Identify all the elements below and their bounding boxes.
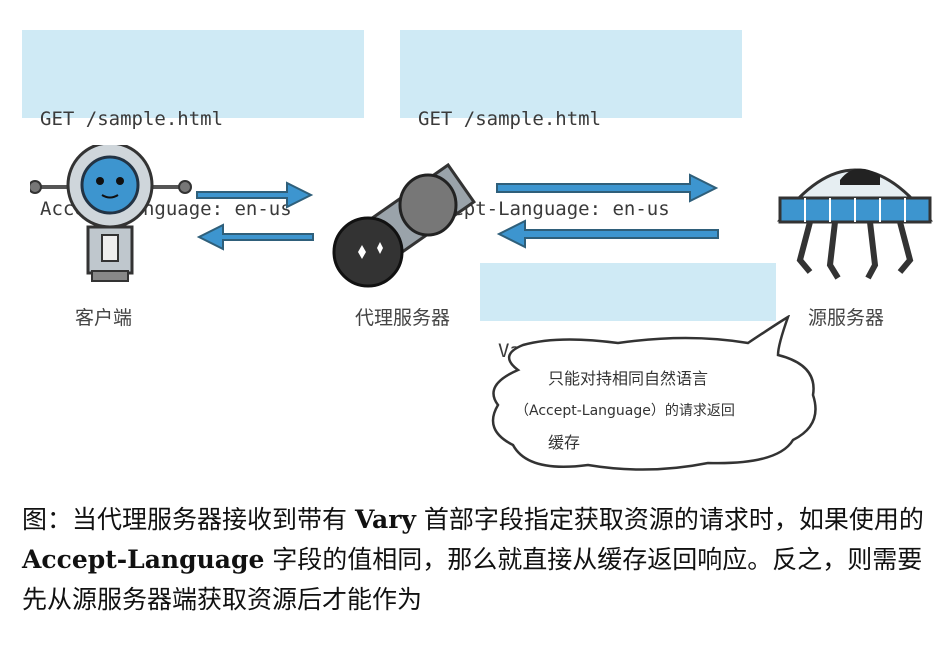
request-line: GET /sample.html (40, 108, 224, 130)
bubble-line-1: 只能对持相同自然语言 (548, 369, 709, 388)
client-robot-icon (30, 145, 192, 282)
client-label: 客户端 (75, 307, 133, 329)
arrow-right-icon (496, 173, 719, 203)
caption-text: 图：当代理服务器接收到带有 (22, 505, 355, 534)
caption-text: 字段的值相同，那么就直接从缓存返回响应。反之，则需要先从源服务器端获取资源后才能… (22, 545, 923, 614)
response-header-box: Vary: Accept-Language (480, 263, 776, 362)
request-line: GET /sample.html (418, 108, 602, 130)
arrow-left-icon (496, 219, 719, 249)
origin-label: 源服务器 (808, 307, 885, 329)
bubble-line-3: 缓存 (548, 433, 581, 452)
figure-caption: 图：当代理服务器接收到带有 Vary 首部字段指定获取资源的请求时，如果使用的 … (22, 500, 927, 620)
caption-bold-accept-language: Accept-Language (22, 545, 265, 574)
request-box-proxy: GET /sample.html Accept-Language: en-us (400, 30, 742, 220)
request-box-client: GET /sample.html Accept-Language: en-us (22, 30, 364, 220)
proxy-server-icon (332, 162, 476, 288)
bubble-line-2: （Accept-Language）的请求返回 (515, 403, 735, 419)
speech-bubble (491, 315, 817, 471)
arrow-right-icon (196, 181, 314, 209)
origin-server-icon (776, 168, 934, 280)
proxy-label: 代理服务器 (355, 307, 451, 329)
diagram-scene: GET /sample.html Accept-Language: en-us … (22, 30, 934, 471)
arrow-left-icon (196, 223, 314, 251)
caption-bold-vary: Vary (354, 505, 416, 534)
caption-text: 首部字段指定获取资源的请求时，如果使用的 (415, 505, 924, 534)
